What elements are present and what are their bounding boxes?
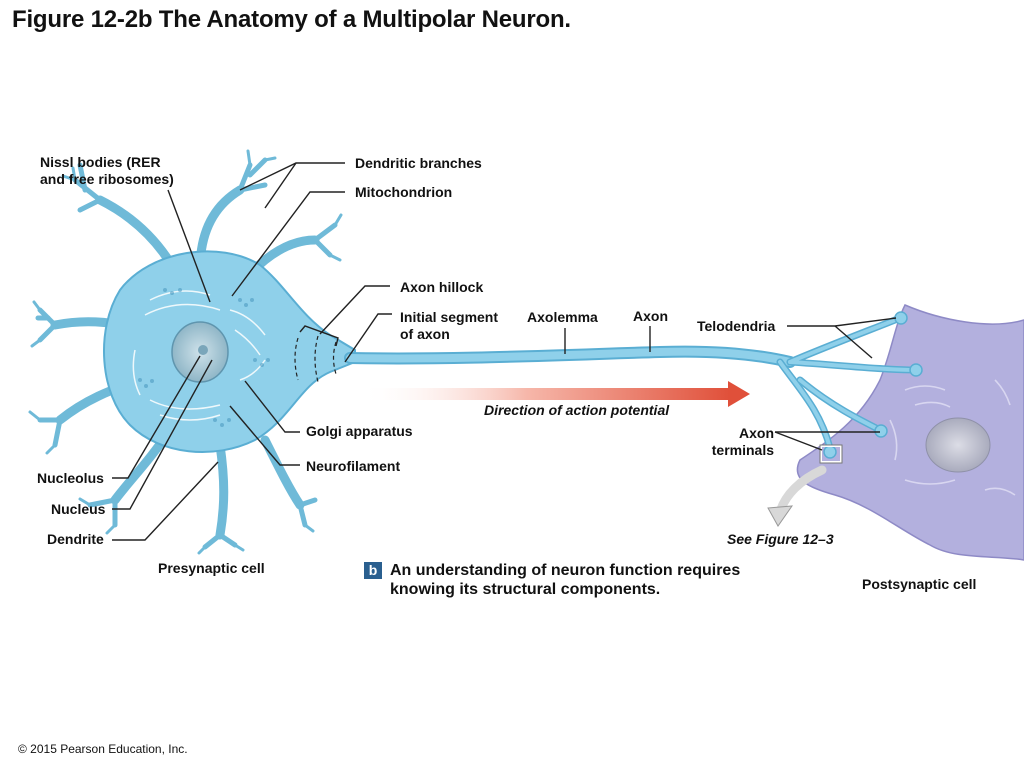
label-see-figure: See Figure 12–3	[727, 531, 834, 547]
soma	[103, 250, 356, 453]
synapse-box	[820, 445, 842, 463]
label-postsynaptic: Postsynaptic cell	[862, 576, 977, 592]
label-golgi: Golgi apparatus	[306, 423, 413, 439]
label-telodendria: Telodendria	[697, 318, 776, 334]
label-axon: Axon	[633, 308, 668, 324]
label-axon-hillock: Axon hillock	[400, 279, 484, 295]
leader-lines	[112, 162, 897, 541]
caption: b An understanding of neuron function re…	[364, 561, 740, 599]
label-nissl-bodies: Nissl bodies (RER and free ribosomes)	[40, 154, 174, 187]
label-direction: Direction of action potential	[484, 402, 670, 418]
direction-arrow	[360, 381, 750, 407]
label-dendritic-branches: Dendritic branches	[355, 155, 482, 171]
label-dendrite: Dendrite	[47, 531, 104, 547]
label-axon-terminals: Axon terminals	[711, 425, 774, 458]
copyright: © 2015 Pearson Education, Inc.	[18, 742, 188, 756]
label-initial-segment: Initial segment of axon	[400, 309, 499, 342]
axon	[344, 345, 796, 368]
label-nucleus: Nucleus	[51, 501, 106, 517]
caption-text: An understanding of neuron function requ…	[390, 562, 741, 598]
figure-title: Figure 12-2b The Anatomy of a Multipolar…	[12, 6, 571, 33]
postsynaptic-cell	[796, 304, 1024, 561]
initial-segment-markers	[294, 335, 337, 383]
label-mitochondrion: Mitochondrion	[355, 184, 453, 200]
label-presynaptic: Presynaptic cell	[158, 560, 265, 576]
label-axolemma: Axolemma	[527, 309, 598, 325]
label-neurofilament: Neurofilament	[306, 458, 401, 474]
caption-badge: b	[364, 562, 382, 579]
label-nucleolus: Nucleolus	[37, 470, 104, 486]
